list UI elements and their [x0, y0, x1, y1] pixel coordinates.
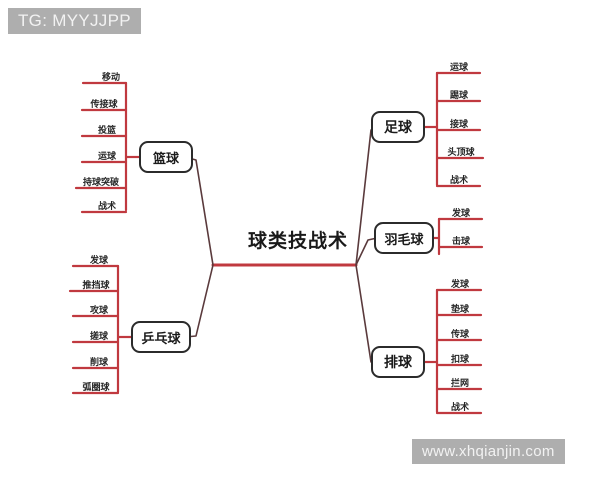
watermark-top: TG: MYYJJPP	[8, 8, 141, 34]
branch-node-basketball[interactable]: 篮球	[139, 141, 193, 173]
root-node[interactable]: 球类技战术	[238, 226, 358, 252]
branch-node-table-tennis-label: 乒乓球	[141, 331, 181, 347]
leaf-text: 投篮	[97, 126, 117, 136]
leaf-label-football-4[interactable]: 战术	[450, 173, 468, 186]
leaf-text: 弧圈球	[82, 383, 110, 393]
leaf-text: 战术	[450, 403, 470, 413]
leaf-text: 削球	[89, 358, 109, 368]
leaf-label-badminton-1[interactable]: 击球	[452, 234, 470, 247]
leaf-label-table-tennis-2[interactable]: 攻球	[90, 303, 108, 316]
leaf-text: 击球	[451, 237, 471, 247]
leaf-text: 传接球	[90, 100, 118, 110]
leaf-text: 接球	[449, 120, 469, 130]
leaf-text: 发球	[451, 209, 471, 219]
leaf-label-volleyball-1[interactable]: 垫球	[451, 302, 469, 315]
root-node-label: 球类技战术	[247, 229, 348, 252]
branch-node-volleyball[interactable]: 排球	[371, 346, 425, 378]
leaf-label-basketball-1[interactable]: 传接球	[90, 97, 117, 110]
leaf-text: 战术	[97, 202, 117, 212]
leaf-text: 搓球	[89, 332, 109, 342]
connector-root-basketball	[184, 156, 214, 266]
watermark-bottom-text: www.xhqianjin.com	[422, 443, 555, 460]
leaf-text: 踢球	[449, 91, 469, 101]
leaf-label-table-tennis-3[interactable]: 搓球	[90, 329, 108, 342]
leaf-label-football-1[interactable]: 踢球	[450, 88, 468, 101]
leaf-label-table-tennis-4[interactable]: 削球	[90, 355, 108, 368]
leaf-text: 攻球	[89, 306, 109, 316]
leaf-text: 战术	[449, 176, 469, 186]
leaf-text: 拦网	[450, 379, 470, 389]
leaf-label-football-3[interactable]: 头顶球	[447, 145, 474, 158]
leaf-text: 移动	[101, 73, 121, 83]
leaf-label-volleyball-0[interactable]: 发球	[451, 277, 469, 290]
leaf-label-table-tennis-1[interactable]: 推挡球	[82, 278, 109, 291]
branch-node-volleyball-label: 排球	[384, 355, 412, 371]
leaf-text: 头顶球	[447, 148, 475, 158]
leaf-text: 发球	[89, 256, 109, 266]
leaf-text: 传球	[450, 330, 470, 340]
leaf-text: 发球	[450, 280, 470, 290]
branch-node-basketball-label: 篮球	[152, 151, 179, 167]
branch-node-badminton-label: 羽毛球	[384, 232, 424, 248]
leaf-text: 推挡球	[82, 281, 110, 291]
watermark-top-text: TG: MYYJJPP	[18, 11, 131, 30]
leaf-text: 运球	[449, 63, 469, 73]
branch-node-football[interactable]: 足球	[371, 111, 425, 143]
branch-node-badminton[interactable]: 羽毛球	[374, 222, 434, 254]
leaf-label-volleyball-3[interactable]: 扣球	[451, 352, 469, 365]
leaf-label-badminton-0[interactable]: 发球	[452, 206, 470, 219]
leaf-label-football-2[interactable]: 接球	[450, 117, 468, 130]
leaf-label-basketball-0[interactable]: 移动	[102, 70, 120, 83]
leaf-label-basketball-5[interactable]: 战术	[98, 199, 116, 212]
leaf-text: 扣球	[450, 355, 470, 365]
leaf-label-table-tennis-0[interactable]: 发球	[90, 253, 108, 266]
leaf-text: 持球突破	[82, 178, 120, 188]
leaf-label-volleyball-2[interactable]: 传球	[451, 327, 469, 340]
leaf-label-basketball-3[interactable]: 运球	[98, 149, 116, 162]
leaf-label-basketball-4[interactable]: 持球突破	[83, 175, 119, 188]
leaf-text: 运球	[97, 152, 117, 162]
leaf-label-basketball-2[interactable]: 投篮	[98, 123, 116, 136]
leaf-label-football-0[interactable]: 运球	[450, 60, 468, 73]
leaf-label-volleyball-4[interactable]: 拦网	[451, 376, 469, 389]
leaf-label-table-tennis-5[interactable]: 弧圈球	[82, 380, 109, 393]
leaf-text: 垫球	[450, 305, 470, 315]
watermark-bottom: www.xhqianjin.com	[412, 439, 565, 464]
branch-node-table-tennis[interactable]: 乒乓球	[131, 321, 191, 353]
branch-node-football-label: 足球	[384, 120, 412, 136]
leaf-label-volleyball-5[interactable]: 战术	[451, 400, 469, 413]
